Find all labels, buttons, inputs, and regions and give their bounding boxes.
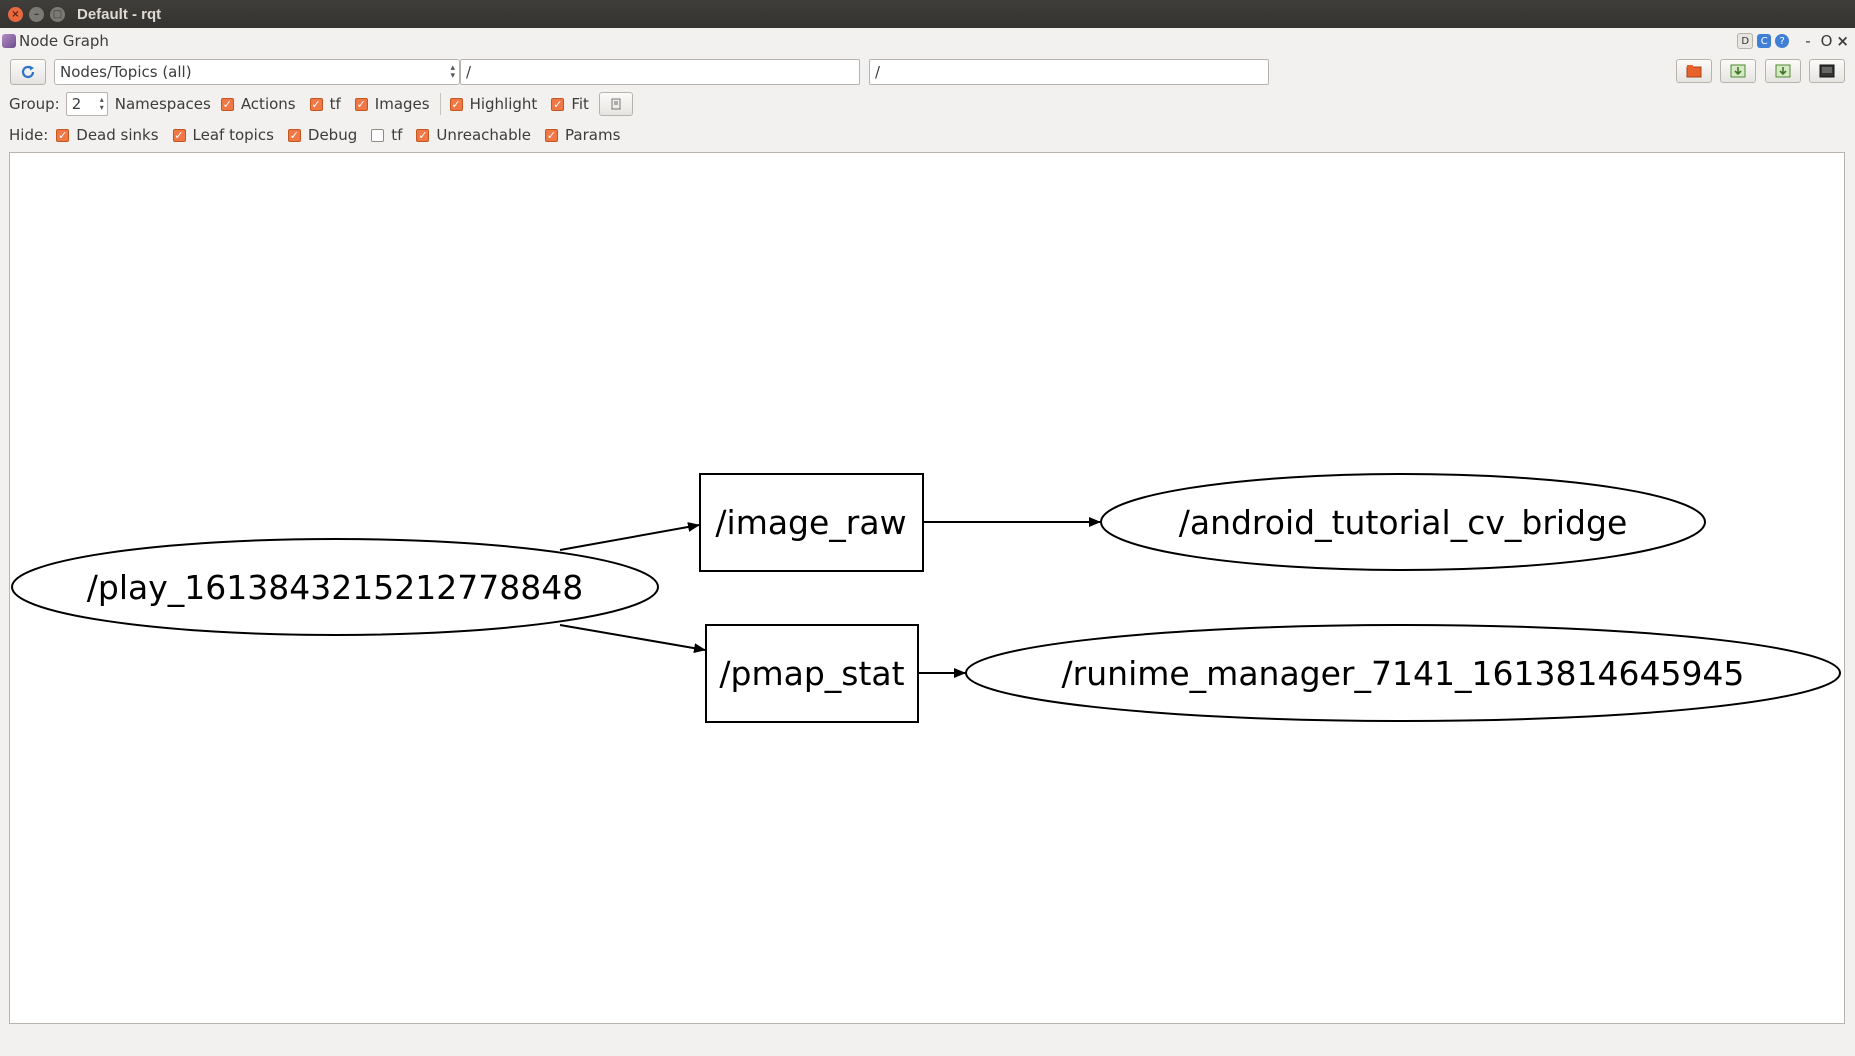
group-depth-spinbox[interactable]: 2 ▴▾	[65, 92, 108, 116]
namespaces-label: Namespaces	[114, 95, 211, 113]
save-dot-icon	[1730, 64, 1746, 78]
close-plugin-button[interactable]: ×	[1836, 32, 1849, 50]
actions-checkbox[interactable]: ✓ Actions	[220, 95, 296, 113]
topic-filter-value: /	[875, 63, 881, 81]
plugin-title: Node Graph	[19, 32, 109, 50]
node-ellipse	[965, 624, 1841, 722]
graph-view[interactable]: /play_1613843215212778848 /image_raw /pm…	[9, 152, 1845, 1024]
leaf-topics-label: Leaf topics	[192, 126, 274, 144]
fit-label: Fit	[571, 95, 589, 113]
params-checkbox[interactable]: ✓ Params	[545, 126, 620, 144]
node-label-image-raw: /image_raw	[715, 503, 906, 542]
fit-checkbox[interactable]: ✓ Fit	[551, 95, 589, 113]
node-label-android: /android_tutorial_cv_bridge	[1179, 503, 1628, 542]
window-title: Default - rqt	[77, 5, 162, 23]
reload-plugin-icon[interactable]: C	[1757, 34, 1772, 48]
debug-checkbox[interactable]: ✓ Debug	[287, 126, 358, 144]
node-label-pmap-stat: /pmap_stat	[719, 654, 904, 693]
node-label-runime: /runime_manager_7141_1613814645945	[1062, 654, 1745, 693]
actions-label: Actions	[240, 95, 296, 113]
node-ellipse	[1100, 473, 1706, 571]
close-window-button[interactable]: ×	[8, 6, 23, 22]
node-image-raw[interactable]: /image_raw	[699, 473, 924, 572]
dead-sinks-label: Dead sinks	[76, 126, 159, 144]
node-filter-input[interactable]: /	[460, 59, 860, 85]
status-bar	[0, 1036, 1855, 1056]
plugin-window-controls: D C ? - O ×	[1737, 30, 1849, 52]
debug-label: Debug	[307, 126, 358, 144]
node-ellipse	[11, 538, 659, 636]
checkmark-icon: ✓	[287, 128, 301, 142]
node-box	[705, 624, 919, 723]
node-runime-manager[interactable]: /runime_manager_7141_1613814645945	[965, 624, 1841, 722]
graph-mode-select[interactable]: Nodes/Topics (all) ▴▾	[54, 59, 460, 85]
window-titlebar: × – □ Default - rqt	[0, 0, 1855, 28]
group-label: Group:	[9, 95, 60, 113]
save-dot-button[interactable]	[1720, 59, 1756, 83]
float-plugin-button[interactable]: O	[1820, 32, 1833, 50]
group-tf-label: tf	[329, 95, 341, 113]
node-play[interactable]: /play_1613843215212778848	[11, 538, 659, 636]
edge-play-to-pmap-stat[interactable]	[559, 624, 706, 654]
graph-edges	[559, 517, 1101, 678]
hide-tf-label: tf	[391, 126, 403, 144]
toolbar-separator	[439, 93, 441, 115]
fit-view-icon	[611, 98, 621, 110]
checkmark-icon: ✓	[172, 128, 186, 142]
dead-sinks-checkbox[interactable]: ✓ Dead sinks	[56, 126, 159, 144]
hide-options-row: Hide: ✓ Dead sinks ✓ Leaf topics ✓ Debug…	[9, 122, 620, 148]
checkmark-icon: ✓	[309, 97, 323, 111]
node-android-tutorial[interactable]: /android_tutorial_cv_bridge	[1100, 473, 1706, 571]
checkmark-icon: ✓	[56, 128, 70, 142]
node-graph-icon	[2, 34, 16, 48]
checkmark-icon: ✓	[416, 128, 430, 142]
checkmark-icon: ✓	[551, 97, 565, 111]
highlight-checkbox[interactable]: ✓ Highlight	[449, 95, 538, 113]
graph-toolbar: Nodes/Topics (all) ▴▾ / /	[10, 59, 1850, 85]
graph-svg[interactable]: /play_1613843215212778848 /image_raw /pm…	[10, 153, 1844, 1023]
minimize-window-button[interactable]: –	[29, 6, 44, 22]
refresh-icon	[21, 65, 35, 79]
group-tf-checkbox[interactable]: ✓ tf	[309, 95, 341, 113]
images-checkbox[interactable]: ✓ Images	[354, 95, 430, 113]
save-svg-button[interactable]	[1765, 59, 1801, 83]
graph-mode-value: Nodes/Topics (all)	[60, 63, 192, 81]
checkmark-icon: ✓	[449, 97, 463, 111]
topic-filter-input[interactable]: /	[869, 59, 1269, 85]
save-image-icon	[1819, 64, 1835, 78]
images-label: Images	[374, 95, 430, 113]
params-label: Params	[565, 126, 621, 144]
fit-in-view-button[interactable]	[598, 92, 633, 116]
leaf-topics-checkbox[interactable]: ✓ Leaf topics	[172, 126, 274, 144]
edge-play-to-image-raw[interactable]	[559, 522, 700, 551]
unchecked-box-icon	[371, 128, 385, 142]
node-label-play: /play_1613843215212778848	[87, 568, 583, 607]
unreachable-label: Unreachable	[436, 126, 532, 144]
spin-arrows-icon: ▴▾	[99, 95, 104, 112]
hide-label: Hide:	[9, 126, 49, 144]
group-depth-value: 2	[71, 95, 82, 113]
node-pmap-stat[interactable]: /pmap_stat	[705, 624, 919, 723]
highlight-label: Highlight	[469, 95, 538, 113]
hide-tf-checkbox[interactable]: tf	[371, 126, 402, 144]
node-filter-value: /	[466, 63, 472, 81]
load-dot-button[interactable]	[1676, 59, 1712, 83]
help-icon[interactable]: ?	[1775, 34, 1790, 48]
checkmark-icon: ✓	[545, 128, 559, 142]
checkmark-icon: ✓	[354, 97, 368, 111]
group-options-row: Group: 2 ▴▾ Namespaces ✓ Actions ✓ tf ✓ …	[9, 91, 633, 117]
checkmark-icon: ✓	[220, 97, 234, 111]
dock-icon[interactable]: D	[1737, 33, 1754, 49]
plugin-header: Node Graph D C ? - O ×	[0, 30, 1855, 52]
combo-arrows-icon: ▴▾	[450, 63, 455, 81]
unreachable-checkbox[interactable]: ✓ Unreachable	[416, 126, 531, 144]
minimize-plugin-button[interactable]: -	[1805, 32, 1811, 50]
maximize-window-button[interactable]: □	[50, 6, 65, 22]
save-svg-icon	[1775, 64, 1791, 78]
refresh-graph-button[interactable]	[10, 59, 46, 85]
node-box	[699, 473, 924, 572]
open-folder-icon	[1686, 65, 1702, 78]
save-image-button[interactable]	[1809, 59, 1845, 83]
